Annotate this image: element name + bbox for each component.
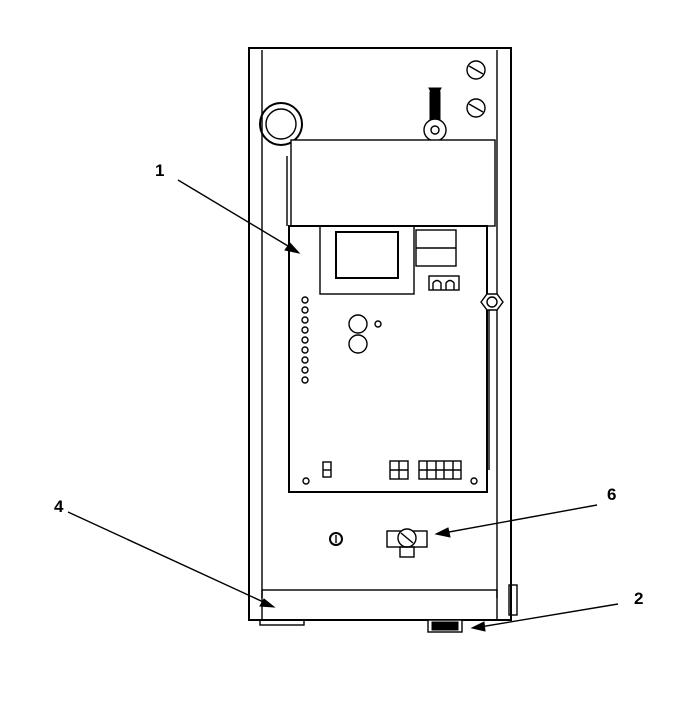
valve-fitting xyxy=(386,528,428,558)
leader-2 xyxy=(473,603,619,629)
led-indicators xyxy=(301,296,309,384)
led xyxy=(301,296,309,304)
display-window xyxy=(335,231,399,279)
connector-2pin xyxy=(428,275,460,291)
display-frame xyxy=(319,225,415,295)
screw-top-2 xyxy=(466,98,486,118)
board-led-small xyxy=(374,320,382,328)
top-housing xyxy=(290,139,496,227)
control-board-outline xyxy=(288,225,488,493)
callout-label-6: 6 xyxy=(607,485,616,504)
cabinet xyxy=(248,47,518,626)
arrowhead-4 xyxy=(259,598,276,608)
arrowhead-2 xyxy=(470,621,486,632)
round-port-inner xyxy=(265,108,297,140)
led xyxy=(301,356,309,364)
connector-4pin xyxy=(389,460,409,480)
led xyxy=(301,316,309,324)
led xyxy=(301,306,309,314)
arrowhead-1 xyxy=(284,242,301,254)
cable-lug-body xyxy=(429,91,441,123)
board-button-lower xyxy=(348,334,368,354)
power-switch xyxy=(427,619,463,633)
foot-left xyxy=(259,619,305,626)
board-button-upper xyxy=(348,314,368,334)
led xyxy=(301,376,309,384)
side-latch xyxy=(508,584,518,616)
connector-10pin xyxy=(418,460,462,480)
mount-hole-right xyxy=(470,477,478,485)
round-port xyxy=(259,102,303,146)
callout-label-1: 1 xyxy=(155,161,164,180)
leader-1 xyxy=(177,179,299,253)
round-port-outer xyxy=(259,102,303,146)
mount-hole-left xyxy=(302,477,310,485)
callout-label-4: 4 xyxy=(54,497,64,516)
cable-lug-ring xyxy=(423,118,447,142)
led xyxy=(301,326,309,334)
callout-labels: 1 2 4 6 xyxy=(54,161,643,608)
led xyxy=(301,346,309,354)
valve-stem xyxy=(399,546,415,558)
control-board xyxy=(288,225,490,493)
leader-4 xyxy=(67,511,273,607)
side-bolt xyxy=(480,293,504,311)
base-panel xyxy=(261,589,498,621)
screw-mid xyxy=(329,532,343,546)
connector-small xyxy=(322,461,332,478)
led xyxy=(301,336,309,344)
arrowhead-6 xyxy=(434,527,451,538)
callout-leaders xyxy=(67,179,619,632)
callout-label-2: 2 xyxy=(634,589,643,608)
screw-top-1 xyxy=(466,60,486,80)
top-screws xyxy=(466,60,486,118)
cable-lug xyxy=(423,87,447,142)
led xyxy=(301,366,309,374)
leader-6 xyxy=(437,504,598,535)
